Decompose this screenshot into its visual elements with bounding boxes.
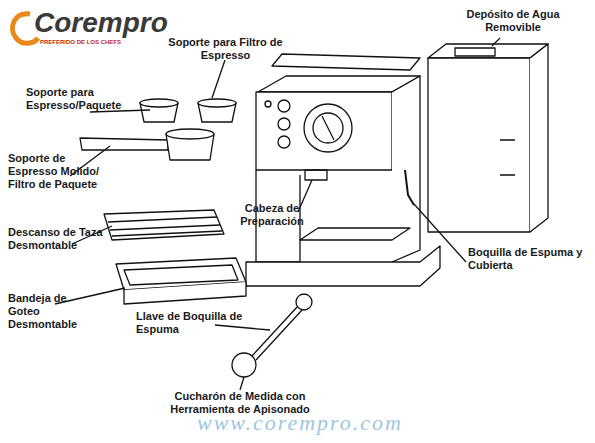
tank-marks [500, 140, 515, 175]
selector-dial [304, 104, 352, 152]
part-label: Soporte para Espresso/Paquete [26, 86, 126, 112]
scoop-bowl [232, 353, 256, 377]
leader-line [414, 204, 466, 262]
leader-line [215, 325, 270, 330]
part-label: Boquilla de Espuma y Cubierta [468, 246, 586, 272]
steam-wand [405, 170, 414, 205]
base-well [300, 228, 410, 240]
part-label: Depósito de Agua Removible [458, 8, 568, 34]
machine-base [246, 246, 440, 286]
indicator-light [265, 101, 271, 107]
control-button [278, 100, 290, 112]
drip-tray-side [124, 282, 246, 304]
filter-rim [140, 99, 178, 107]
machine-side [392, 76, 420, 262]
control-button [278, 136, 290, 148]
drip-tray-inner [124, 265, 238, 285]
machine-front [256, 92, 392, 170]
leader-line [212, 60, 225, 98]
brew-head [305, 170, 327, 180]
logo-text: Corempro [34, 8, 194, 38]
cup-rest-grid [108, 217, 222, 236]
filter-rim [198, 99, 236, 107]
selector-dial-inner [313, 113, 343, 143]
part-label: Soporte para Filtro de Espresso [168, 36, 283, 62]
machine-art [12, 14, 548, 390]
tamper-end [296, 294, 312, 310]
part-label: Llave de Boquilla de Espuma [136, 310, 246, 336]
part-label: Descanso de Taza Desmontable [8, 226, 110, 252]
logo-tagline: PREFERIDO DE LOS CHEFS [40, 38, 160, 46]
leader-line [240, 377, 244, 390]
part-label: Bandeja de Goteo Desmontable [8, 292, 86, 331]
cup-rest [104, 210, 224, 240]
dial-pointer [322, 116, 334, 140]
portafilter-rim [166, 129, 214, 139]
leader-line [298, 180, 312, 212]
portafilter-handle [80, 138, 168, 150]
tank-front [428, 58, 530, 232]
top-plate [272, 54, 420, 70]
scoop-handle [252, 306, 302, 360]
control-button [278, 118, 290, 130]
part-label: Cabeza de Preparación [232, 202, 312, 228]
tank-side [530, 44, 548, 232]
part-label: Soporte de Espresso Molido/ Filtro de Pa… [8, 152, 110, 191]
leader-line [492, 38, 500, 46]
watermark: www.corempro.com [140, 410, 460, 436]
tank-handle [455, 48, 495, 56]
tank-top [428, 44, 548, 58]
